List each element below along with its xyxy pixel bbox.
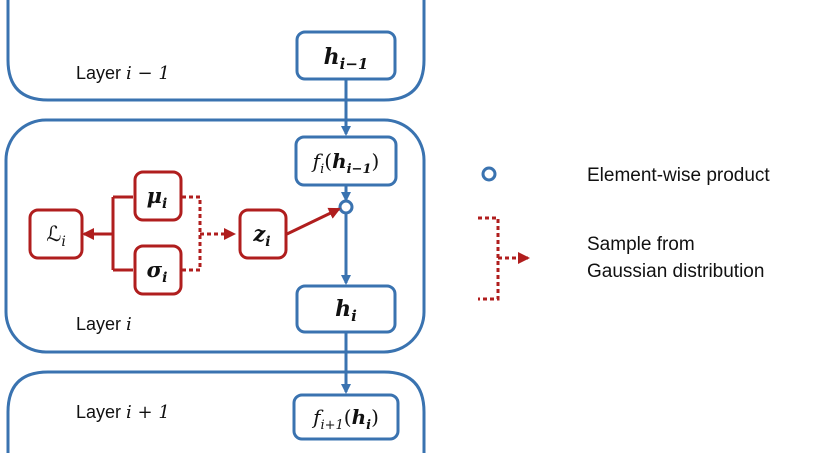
svg-text:hi: hi — [335, 296, 357, 325]
legend-product-icon — [481, 166, 497, 182]
legend-sample-label-2: Gaussian distribution — [587, 261, 764, 282]
arrow-z-to-product — [286, 207, 341, 236]
svg-text:σi: σi — [147, 257, 168, 286]
node-h-i: hi — [295, 284, 397, 334]
node-loss: ℒi — [28, 208, 84, 260]
svg-text:zi: zi — [252, 221, 270, 250]
legend-sample-label: Sample from — [587, 234, 695, 255]
node-f-next: fi+1(hi) — [292, 393, 400, 441]
node-mu: μi — [133, 170, 183, 222]
node-sigma: σi — [133, 244, 183, 296]
legend-product-label: Element-wise product — [587, 165, 770, 186]
legend: Element-wise product Sample from Gaussia… — [478, 165, 770, 301]
layer-next-container — [6, 370, 426, 453]
node-f-i: fi(hi−1) — [294, 135, 398, 187]
sampling-bracket — [182, 195, 202, 272]
layer-prev-container — [6, 0, 426, 102]
layer-current-container — [4, 118, 426, 354]
svg-text:fi(hi−1): fi(hi−1) — [311, 149, 380, 177]
svg-text:hi−1: hi−1 — [324, 44, 369, 73]
svg-text:μi: μi — [147, 183, 168, 212]
node-z: zi — [238, 208, 288, 260]
node-h-prev: hi−1 — [295, 30, 397, 81]
svg-text:ℒi: ℒi — [46, 222, 66, 250]
product-node — [338, 199, 354, 215]
legend-sample-icon — [478, 216, 500, 301]
